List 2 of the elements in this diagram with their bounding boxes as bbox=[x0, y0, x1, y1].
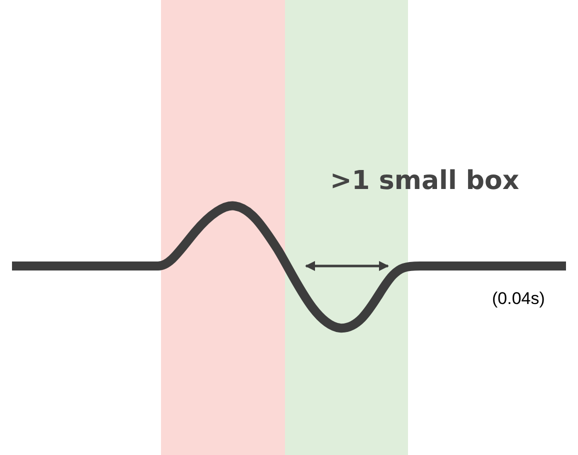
measure-label: >1 small box bbox=[330, 166, 520, 196]
duration-label: (0.04s) bbox=[492, 289, 545, 309]
